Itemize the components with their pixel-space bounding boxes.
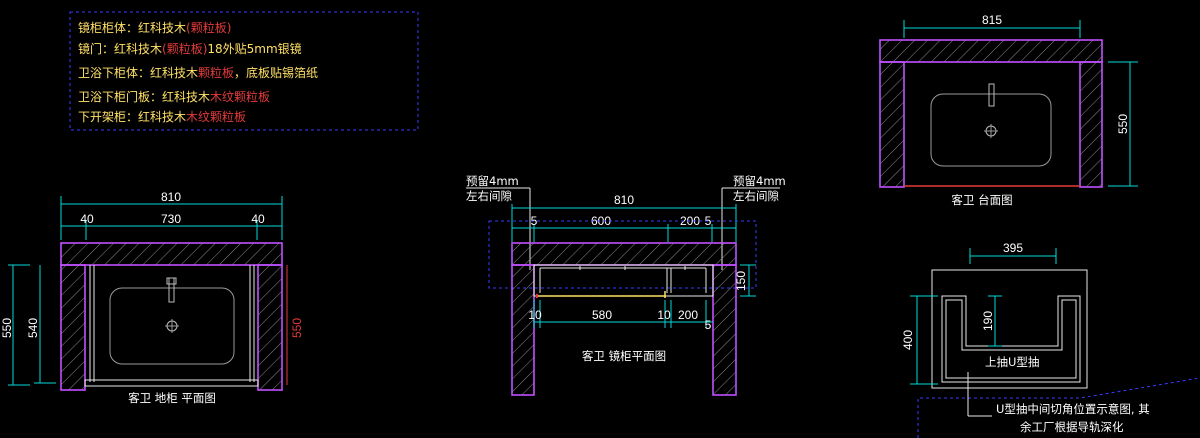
note-4-part-2: 木纹颗粒板 [210, 89, 270, 104]
dim-drawer-notch-depth: 190 [981, 311, 995, 331]
dim-drawer-height: 400 [901, 330, 915, 350]
note-2-part-1: 镜门：红科技木 [78, 41, 162, 56]
dim-drawer-width: 395 [1003, 241, 1023, 255]
u-drawer-detail: 395 400 190 上抽U型抽 U型抽中间切角位置示意图, 其 余工厂根据导… [901, 241, 1200, 438]
floor-wall-left [60, 264, 86, 391]
notes-frame [69, 11, 419, 131]
mirror-cabinet-box [533, 264, 714, 297]
dim-countertop-depth: 550 [1116, 114, 1130, 134]
note-line-5: 下开架柜：红科技木木纹颗粒板 [78, 109, 246, 124]
note-1-part-2: (颗粒板) [186, 20, 231, 35]
dim-mirror-bottom-mid: 10 [657, 308, 671, 322]
mirror-cabinet-caption: 客卫 镜柜平面图 [582, 349, 666, 363]
mirror-right-note-2: 左右间隙 [733, 189, 779, 203]
dim-mirror-total-width: 810 [614, 193, 634, 207]
dim-mirror-right-gap: 5 [705, 214, 712, 228]
dim-mirror-left-gap: 5 [531, 214, 538, 228]
note-3-part-3: ，底板贴锡箔纸 [234, 65, 318, 80]
floor-cabinet-caption: 客卫 地柜 平面图 [128, 391, 216, 405]
dim-floor-left-side: 40 [80, 212, 94, 226]
mirror-left-note-1: 预留4mm [466, 174, 519, 188]
countertop-wall-left [879, 61, 905, 188]
note-3-part-1: 卫浴下柜体：红科技木 [78, 65, 198, 80]
floor-wall-right [257, 264, 283, 391]
drawer-u-profile [941, 295, 1081, 383]
floor-faucet-cap [166, 277, 177, 285]
note-line-1: 镜柜柜体：红科技木(颗粒板) [78, 20, 231, 35]
drawer-callout-1: U型抽中间切角位置示意图, 其 [996, 402, 1150, 416]
countertop-wall-right [1079, 61, 1103, 188]
dim-mirror-bottom-left: 10 [528, 308, 542, 322]
dim-mirror-bottom-end: 5 [705, 318, 712, 332]
dim-mirror-bottom-main: 580 [592, 308, 612, 322]
dim-floor-right-side: 40 [251, 212, 265, 226]
mirror-wall-right [712, 264, 737, 396]
note-line-4: 卫浴下柜门板：红科技木木纹颗粒板 [78, 89, 270, 104]
note-5-part-2: 木纹颗粒板 [186, 109, 246, 124]
floor-cabinet-plan: 810 40 730 40 550 540 550 [0, 190, 304, 405]
mirror-wall-left [511, 264, 535, 396]
dim-floor-right-height: 550 [290, 318, 304, 338]
dim-mirror-right-width: 200 [680, 214, 700, 228]
countertop-caption: 客卫 台面图 [951, 193, 1012, 207]
dim-floor-inner-height: 540 [26, 318, 40, 338]
mirror-right-note-1: 预留4mm [733, 174, 786, 188]
note-2-part-3: 18外贴5mm银镜 [207, 41, 301, 56]
floor-cabinet-base [84, 379, 259, 387]
dim-mirror-main-width: 600 [591, 214, 611, 228]
drawer-label: 上抽U型抽 [985, 355, 1039, 369]
note-4-part-1: 卫浴下柜门板：红科技木 [78, 89, 210, 104]
drawer-outer-box [931, 269, 1088, 389]
dim-floor-total-width: 810 [161, 190, 181, 204]
floor-basin [109, 287, 235, 365]
mirror-cabinet-outline [488, 220, 757, 289]
material-notes: 镜柜柜体：红科技木(颗粒板) 镜门：红科技木(颗粒板)18外贴5mm银镜 卫浴下… [69, 11, 419, 131]
dim-floor-middle: 730 [161, 212, 181, 226]
note-1-part-1: 镜柜柜体：红科技木 [78, 20, 186, 35]
drawer-callout-2: 余工厂根据导轨深化 [1020, 420, 1124, 434]
mirror-cabinet-plan: 预留4mm 左右间隙 预留4mm 左右间隙 810 5 600 200 5 [466, 174, 786, 396]
dim-countertop-width: 815 [982, 13, 1002, 27]
floor-wall-top [60, 242, 283, 266]
mirror-left-note-2: 左右间隙 [466, 189, 512, 203]
note-2-part-2: (颗粒板) [162, 41, 207, 56]
dim-mirror-depth: 150 [734, 271, 748, 291]
mirror-wall-top [511, 242, 737, 266]
countertop-wall-top [879, 39, 1103, 63]
drawer-callout-frame [917, 377, 1200, 438]
dim-floor-outer-height: 550 [0, 318, 14, 338]
note-line-3: 卫浴下柜体：红科技木颗粒板，底板贴锡箔纸 [78, 65, 318, 80]
floor-faucet [168, 277, 175, 303]
note-3-part-2: 颗粒板 [198, 65, 234, 80]
note-5-part-1: 下开架柜：红科技木 [78, 109, 186, 124]
countertop-plan: 815 550 客卫 台面图 [879, 13, 1138, 207]
dim-mirror-bottom-right: 200 [678, 308, 698, 322]
note-line-2: 镜门：红科技木(颗粒板)18外贴5mm银镜 [78, 41, 302, 56]
countertop-faucet [988, 83, 995, 107]
countertop-basin [930, 93, 1052, 167]
